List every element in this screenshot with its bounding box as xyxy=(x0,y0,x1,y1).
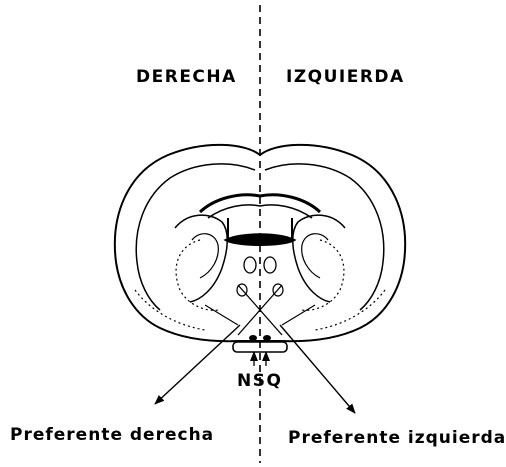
label-derecha: DERECHA xyxy=(136,69,237,86)
nsq-nucleus-right xyxy=(263,335,271,341)
hippocampus-right xyxy=(293,215,345,302)
fiber-line-3 xyxy=(205,305,238,325)
nucleus-oval-2 xyxy=(264,257,276,273)
arrow-to-preferente-izquierda xyxy=(280,325,355,413)
hippocampus-left-inner xyxy=(192,234,218,278)
arrow-to-preferente-derecha xyxy=(155,325,240,404)
label-preferente-izquierda: Preferente izquierda xyxy=(288,430,506,447)
fiber-line-4 xyxy=(282,305,315,325)
lower-dotted-left xyxy=(135,290,205,330)
label-preferente-derecha: Preferente derecha xyxy=(10,427,214,444)
hippocampus-right-inner xyxy=(302,234,328,278)
hippocampus-left xyxy=(175,215,227,302)
ventricle-band xyxy=(225,234,295,245)
lower-dotted-right xyxy=(315,290,385,330)
label-izquierda: IZQUIERDA xyxy=(286,69,405,86)
nucleus-oval-1 xyxy=(244,257,256,273)
label-nsq: NSQ xyxy=(237,373,282,390)
nsq-nucleus-left xyxy=(249,335,257,341)
